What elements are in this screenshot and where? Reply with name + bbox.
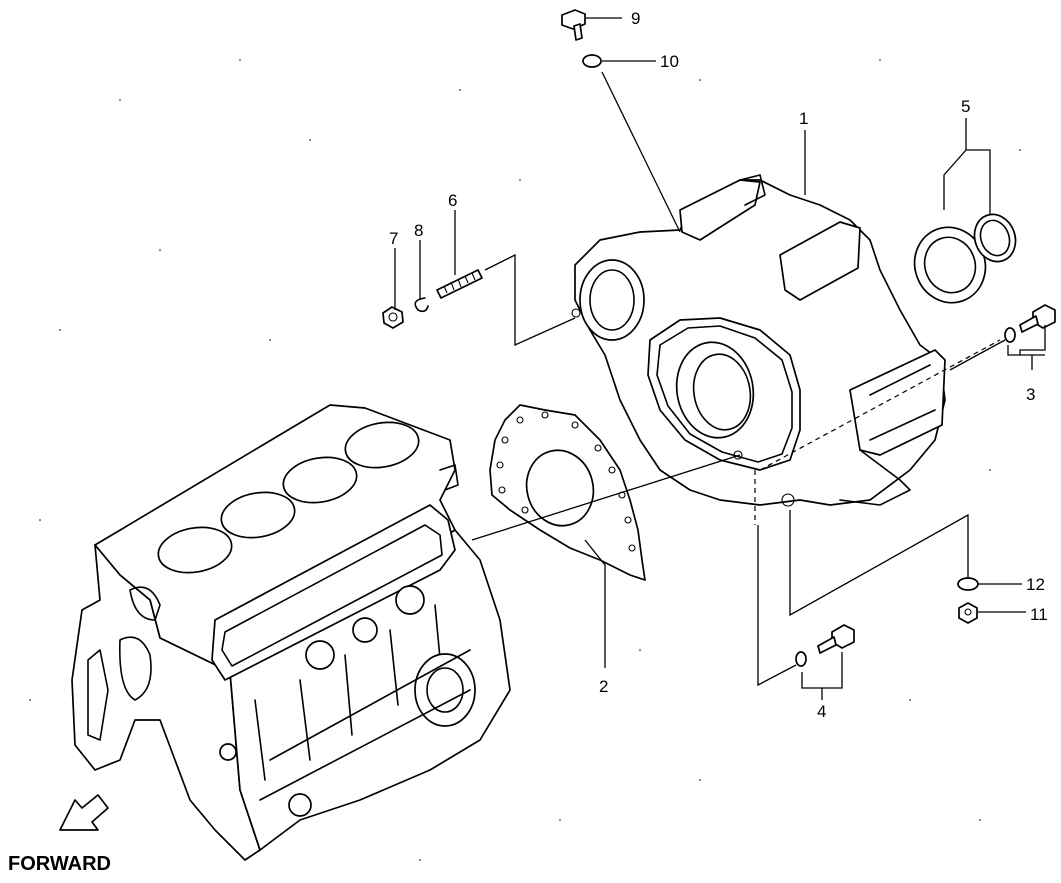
hidden-lines [754, 339, 1001, 525]
callout-labels: 9 10 1 5 6 8 7 3 12 11 2 4 [389, 9, 1048, 721]
callout-8: 8 [414, 221, 423, 240]
washer-12 [957, 577, 979, 591]
flywheel-housing [571, 174, 946, 507]
callout-12: 12 [1026, 575, 1045, 594]
leader-lines [394, 17, 1046, 700]
callout-4: 4 [817, 702, 826, 721]
forward-arrow-icon [59, 794, 109, 831]
background-speckles [29, 59, 1021, 861]
oil-seals [913, 213, 1017, 304]
nut-11 [958, 602, 978, 624]
bolt-3 [1004, 304, 1056, 343]
lock-washer-8 [414, 297, 429, 313]
nut-7 [382, 306, 404, 329]
callout-3: 3 [1026, 385, 1035, 404]
callout-11: 11 [1030, 605, 1048, 624]
engine-block [71, 404, 511, 861]
callout-10: 10 [660, 52, 679, 71]
washer-10 [582, 54, 602, 68]
callout-5: 5 [961, 97, 970, 116]
forward-label: FORWARD [8, 853, 111, 875]
forward-indicator: FORWARD [8, 794, 111, 875]
callout-1: 1 [799, 109, 808, 128]
callout-7: 7 [389, 229, 398, 248]
callout-6: 6 [448, 191, 457, 210]
callout-2: 2 [599, 677, 608, 696]
bolt-4 [795, 624, 855, 667]
callout-9: 9 [631, 9, 640, 28]
plate-gasket [489, 404, 646, 581]
stud-6 [436, 269, 483, 299]
bolt-9 [561, 9, 586, 41]
